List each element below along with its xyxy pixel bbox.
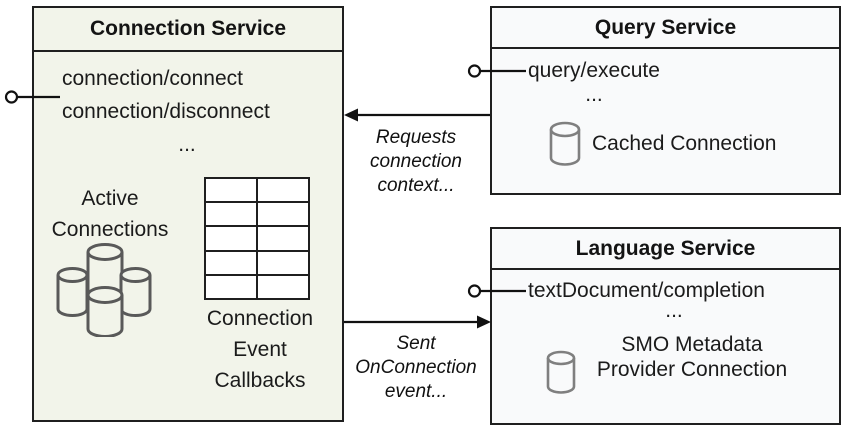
table-cell: [258, 179, 308, 202]
table-cell: [206, 275, 256, 298]
arrow-left-icon: [344, 108, 490, 122]
language-methods-ellipsis: ...: [665, 299, 683, 322]
table-cell: [258, 275, 308, 298]
database-icon: [549, 121, 581, 166]
method-connection-connect: connection/connect: [62, 67, 243, 90]
method-connection-disconnect: connection/disconnect: [62, 100, 270, 123]
cached-connection-label: Cached Connection: [592, 132, 777, 155]
requests-connection-context-label: Requests connection context...: [370, 127, 462, 196]
smo-metadata-provider-label: SMO Metadata Provider Connection: [596, 333, 788, 381]
table-cell: [206, 203, 256, 226]
database-cluster-icon: [56, 243, 152, 337]
callbacks-table: [204, 177, 310, 300]
database-icon: [546, 350, 576, 394]
table-cell: [206, 251, 256, 274]
table-cell: [258, 227, 308, 250]
active-connections-label: Active Connections: [51, 187, 169, 241]
sent-onconnection-event-label: Sent OnConnection event...: [355, 333, 477, 402]
table-cell: [206, 227, 256, 250]
connection-event-callbacks-label: Connection Event Callbacks: [206, 307, 314, 392]
connection-methods: connection/connect connection/disconnect…: [62, 62, 312, 161]
table-cell: [206, 179, 256, 202]
connection-service-title: Connection Service: [34, 8, 342, 52]
language-service-title: Language Service: [492, 229, 839, 270]
table-cell: [258, 203, 308, 226]
method-textdocument-completion: textDocument/completion: [528, 279, 765, 302]
query-methods-ellipsis: ...: [585, 83, 603, 106]
method-query-execute: query/execute: [528, 59, 660, 82]
query-service-title: Query Service: [492, 8, 839, 49]
language-service-box: Language Service: [490, 227, 841, 425]
arrow-right-icon: [344, 315, 491, 329]
connection-methods-ellipsis: ...: [178, 133, 196, 156]
query-service-box: Query Service: [490, 6, 841, 195]
table-cell: [258, 251, 308, 274]
